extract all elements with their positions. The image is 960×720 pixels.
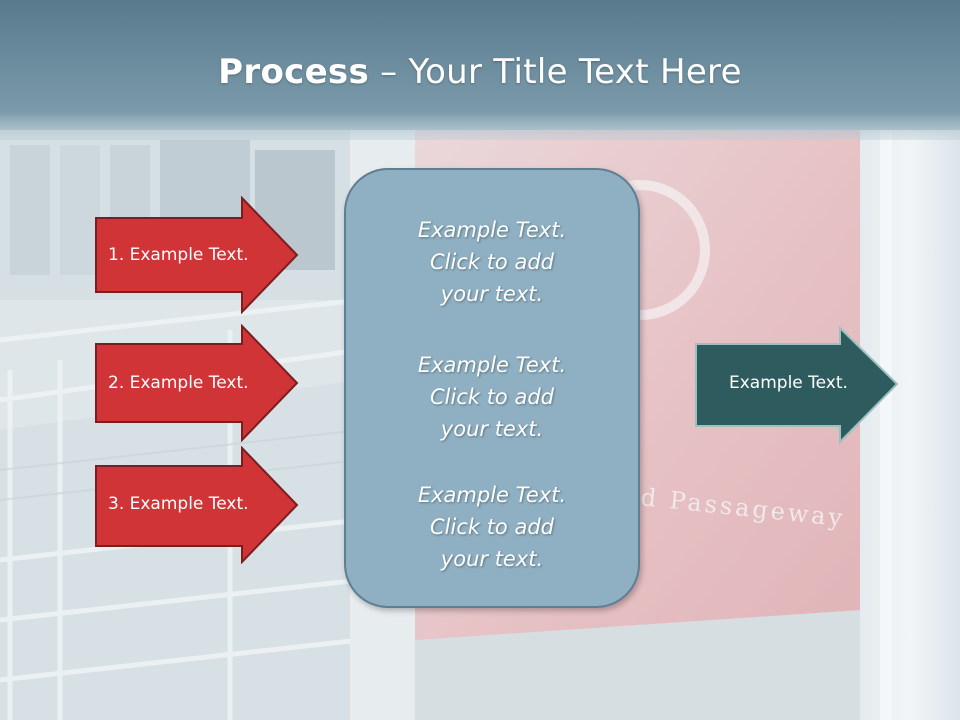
title-bold: Process [218,52,370,92]
center-paragraph-3: Example Text. Click to add your text. [417,483,567,571]
output-label: Example Text. [729,373,848,393]
step-label-1: 1. Example Text. [108,245,249,265]
step-arrow-2[interactable] [94,324,300,442]
title-rest: – Your Title Text Here [369,52,742,92]
step-label-3: 3. Example Text. [108,494,249,514]
output-arrow[interactable] [694,326,900,446]
step-arrow-3[interactable] [94,446,300,564]
step-arrow-1[interactable] [94,196,300,314]
center-text-box[interactable]: Example Text. Click to add your text. Ex… [344,168,640,608]
center-paragraph-1: Example Text. Click to add your text. [417,218,567,306]
step-label-2: 2. Example Text. [108,373,249,393]
center-paragraph-2: Example Text. Click to add your text. [417,353,567,441]
page-title: Process – Your Title Text Here [0,52,960,92]
